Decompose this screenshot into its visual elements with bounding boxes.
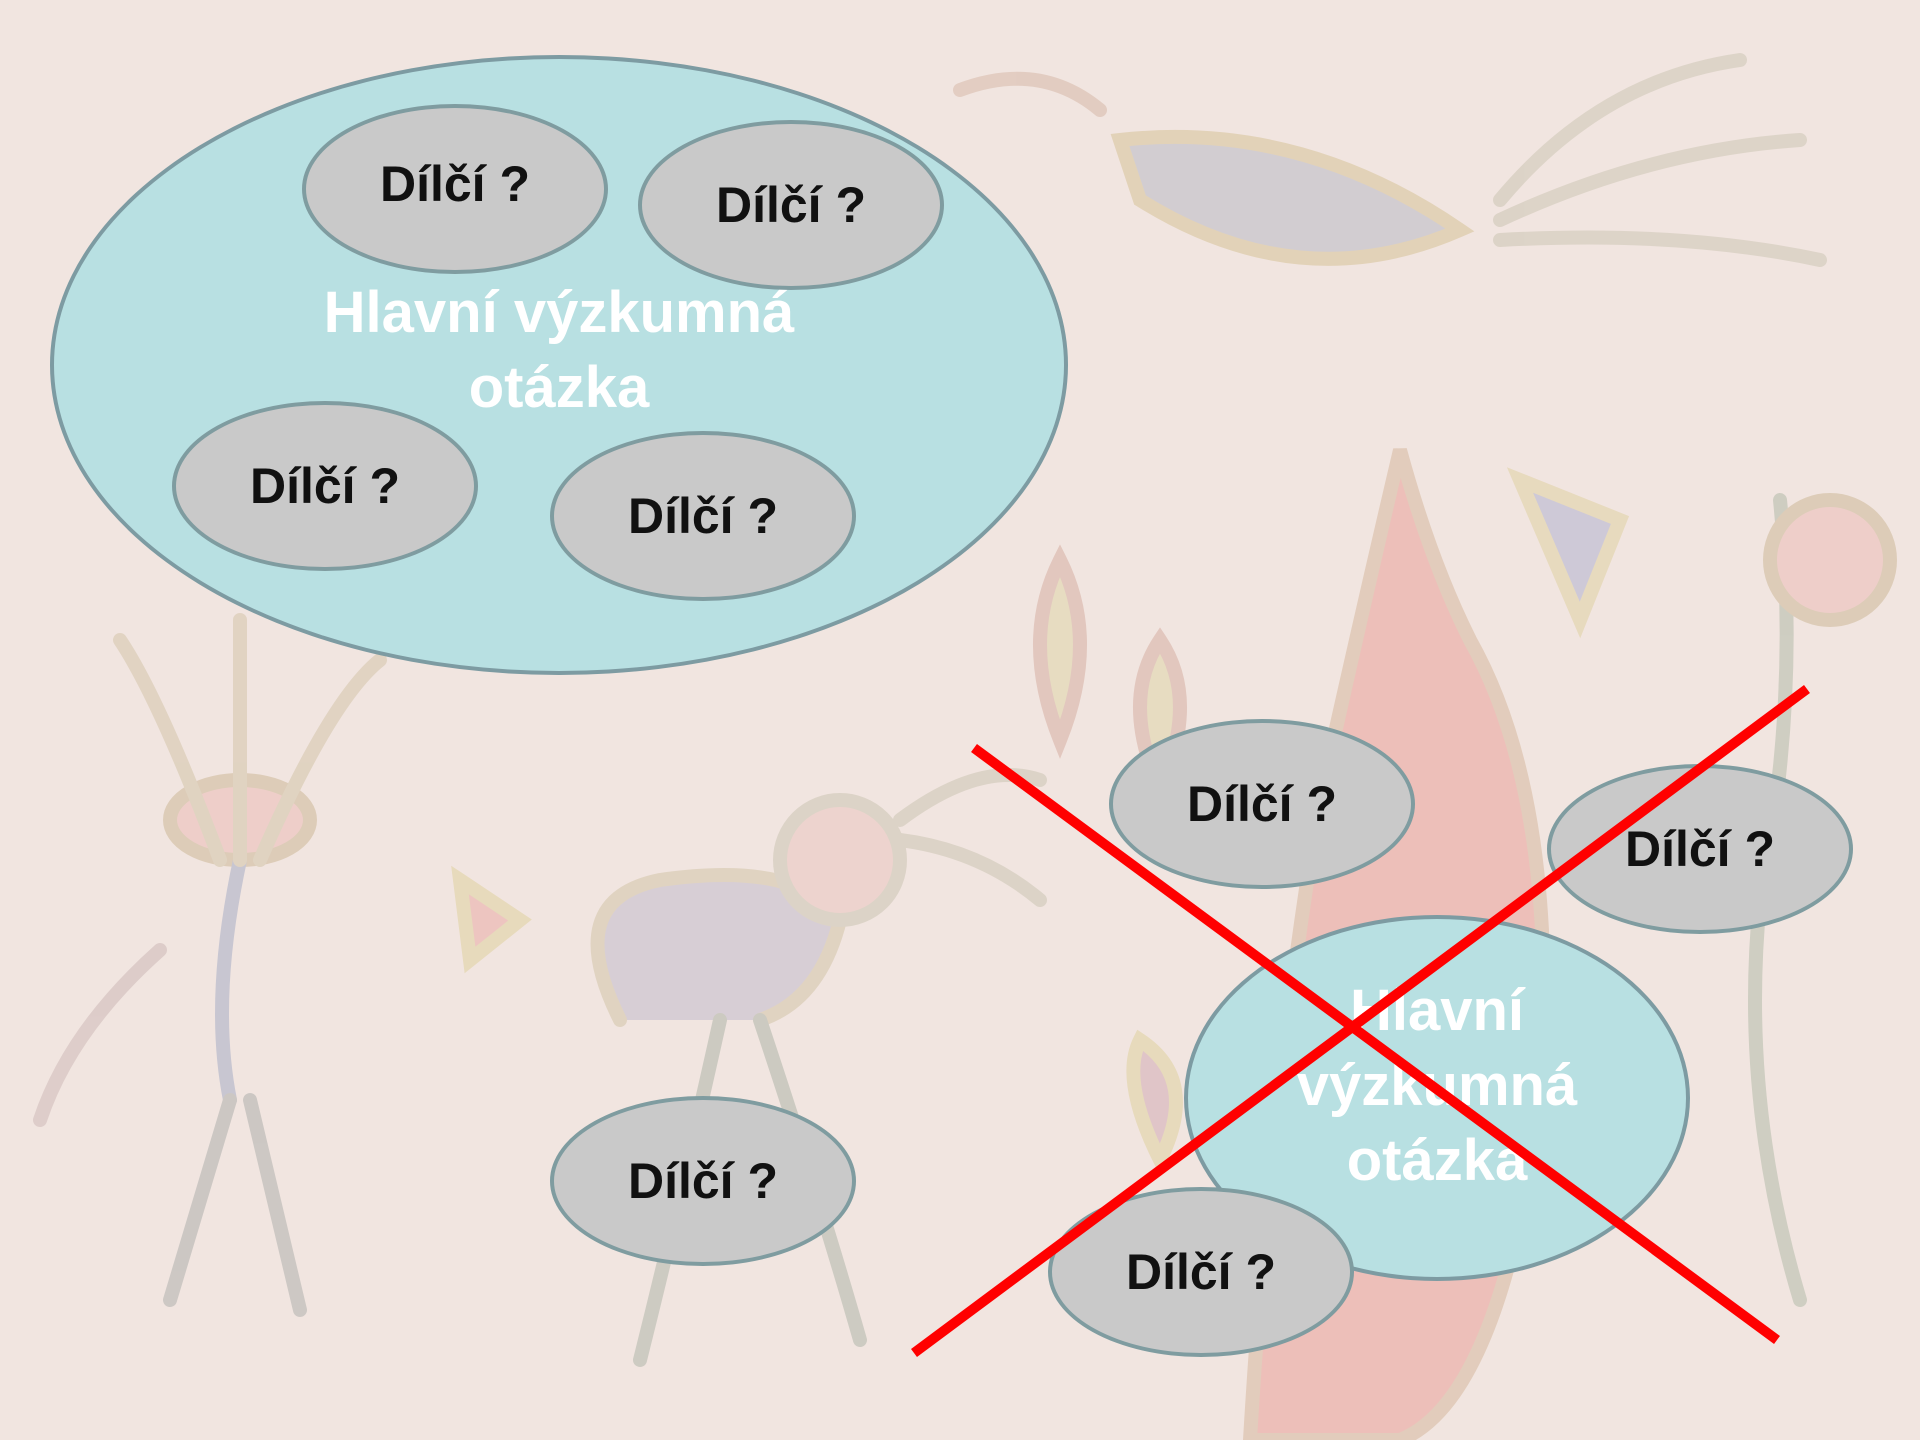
sub-question-label: Dílčí ? bbox=[1186, 776, 1338, 832]
sub-question-label: Dílčí ? bbox=[627, 488, 779, 544]
main-question-label: Hlavní výzkumná otázka bbox=[1296, 978, 1578, 1193]
sub-question-ellipse: Dílčí ? bbox=[638, 120, 944, 290]
sub-question-label: Dílčí ? bbox=[715, 177, 867, 233]
sub-question-ellipse: Dílčí ? bbox=[550, 1096, 856, 1266]
sub-question-label: Dílčí ? bbox=[1125, 1244, 1277, 1300]
sub-question-ellipse: Dílčí ? bbox=[550, 431, 856, 601]
main-question-label: Hlavní výzkumná otázka bbox=[323, 280, 795, 420]
sub-question-ellipse: Dílčí ? bbox=[1109, 719, 1415, 889]
sub-question-ellipse: Dílčí ? bbox=[172, 401, 478, 571]
sub-question-ellipse: Dílčí ? bbox=[1048, 1187, 1354, 1357]
sub-question-label: Dílčí ? bbox=[627, 1153, 779, 1209]
sub-question-ellipse: Dílčí ? bbox=[302, 104, 608, 274]
sub-question-label: Dílčí ? bbox=[379, 156, 531, 212]
sub-question-label: Dílčí ? bbox=[1624, 821, 1776, 877]
sub-question-ellipse: Dílčí ? bbox=[1547, 764, 1853, 934]
sub-question-label: Dílčí ? bbox=[249, 458, 401, 514]
